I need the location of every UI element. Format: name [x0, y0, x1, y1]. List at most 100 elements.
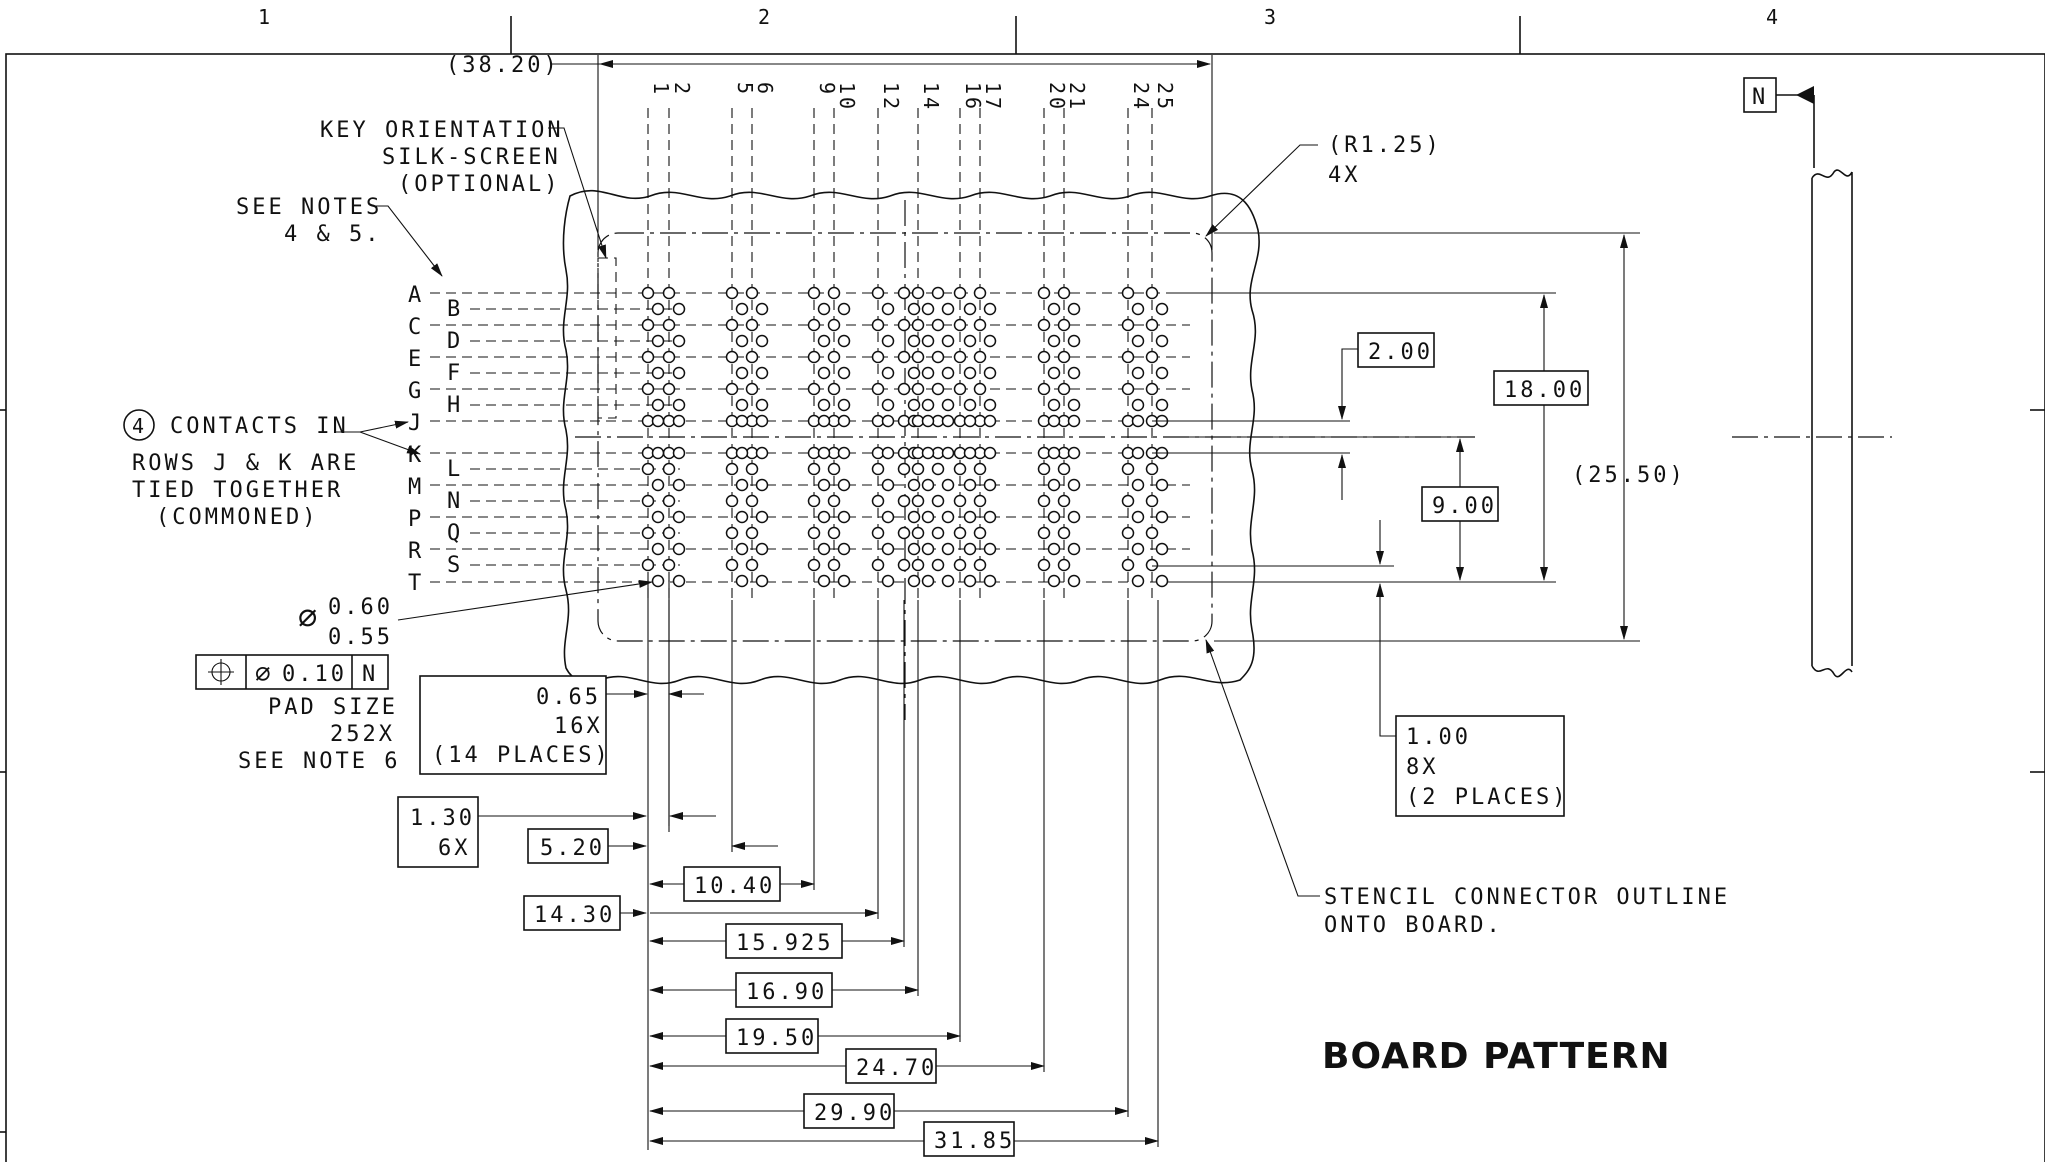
pad: [651, 446, 665, 460]
pad: [881, 366, 895, 380]
pad: [1037, 526, 1051, 540]
pad: [662, 494, 676, 508]
pad: [953, 286, 967, 300]
pad: [983, 478, 997, 492]
pad: [755, 366, 769, 380]
pad: [907, 302, 921, 316]
pad: [1047, 446, 1061, 460]
dim-2-00-box: [1357, 332, 1435, 368]
pad: [735, 574, 749, 588]
pad: [1155, 398, 1169, 412]
row-label-G: G: [408, 379, 424, 404]
pad: [672, 510, 686, 524]
pad: [1047, 478, 1061, 492]
pad: [735, 542, 749, 556]
pad: [1155, 510, 1169, 524]
pad: [911, 382, 925, 396]
pad: [983, 542, 997, 556]
pad: [817, 574, 831, 588]
dim-10-40: 10.40: [694, 874, 775, 899]
pad: [931, 526, 945, 540]
dim-18-00-box: [1493, 370, 1589, 406]
overall-width-dim: (38.20): [446, 53, 560, 78]
pad: [755, 446, 769, 460]
see-notes-line2: 4 & 5.: [284, 222, 381, 247]
pad: [921, 334, 935, 348]
col-label-9: 9: [815, 82, 839, 97]
pad: [1037, 462, 1051, 476]
pad: [672, 302, 686, 316]
dim-31-85-box: [923, 1121, 1015, 1157]
pad: [672, 366, 686, 380]
pad: [931, 558, 945, 572]
pad: [973, 286, 987, 300]
pad-pitch-box: [419, 675, 607, 775]
pad: [973, 350, 987, 364]
pad: [1121, 558, 1135, 572]
pad: [725, 286, 739, 300]
pad: [745, 286, 759, 300]
pad: [983, 334, 997, 348]
fcf-datum: N: [362, 662, 378, 687]
pad: [963, 366, 977, 380]
pad: [827, 350, 841, 364]
pad: [1145, 318, 1159, 332]
pad: [983, 446, 997, 460]
dim-1-30-qty: 6X: [438, 836, 471, 861]
column-labels: 1 2 5 6 9 10 12 14 16 17 20 21 24 25: [649, 82, 1177, 112]
pad: [662, 462, 676, 476]
pad: [1047, 366, 1061, 380]
pad: [911, 350, 925, 364]
pad: [1131, 478, 1145, 492]
col-label-25: 25: [1153, 82, 1177, 112]
pad-pitch-places: (14 PLACES): [432, 743, 611, 768]
pad: [1047, 334, 1061, 348]
pad: [651, 414, 665, 428]
pad: [735, 302, 749, 316]
pad: [871, 558, 885, 572]
pad: [941, 542, 955, 556]
pad: [1037, 494, 1051, 508]
pad: [953, 318, 967, 332]
row-label-H: H: [447, 393, 463, 418]
dim-19-50-box: [725, 1018, 819, 1054]
pad: [641, 382, 655, 396]
pad: [983, 366, 997, 380]
row-label-T: T: [408, 571, 424, 596]
zone-label-2: 2: [758, 5, 773, 29]
pad: [953, 350, 967, 364]
pad: [651, 334, 665, 348]
pad: [907, 510, 921, 524]
pad: [881, 478, 895, 492]
row-label-E: E: [408, 347, 424, 372]
dim-15-925: 15.925: [736, 931, 833, 956]
pad: [807, 526, 821, 540]
pad: [725, 462, 739, 476]
pad: [941, 510, 955, 524]
pad: [755, 574, 769, 588]
pad: [672, 398, 686, 412]
pad: [1037, 558, 1051, 572]
pad: [755, 478, 769, 492]
pad: [837, 334, 851, 348]
sheet-frame: [0, 16, 2045, 1162]
pad: [755, 334, 769, 348]
pad: [1047, 302, 1061, 316]
see-notes-line1: SEE NOTES: [236, 195, 382, 220]
dim-1-30-box: [397, 796, 479, 868]
overall-height-dim: (25.50): [1572, 463, 1686, 488]
pad: [837, 302, 851, 316]
col-label-6: 6: [753, 82, 777, 97]
pad: [672, 574, 686, 588]
key-orientation-line1: KEY ORIENTATION: [320, 118, 564, 143]
pad: [827, 526, 841, 540]
pad: [827, 318, 841, 332]
pad: [817, 334, 831, 348]
pad: [651, 478, 665, 492]
pad: [1121, 526, 1135, 540]
pad: [881, 302, 895, 316]
dim-9-00-box: [1421, 486, 1499, 522]
pad: [1155, 366, 1169, 380]
dim-18-00: 18.00: [1504, 378, 1585, 403]
